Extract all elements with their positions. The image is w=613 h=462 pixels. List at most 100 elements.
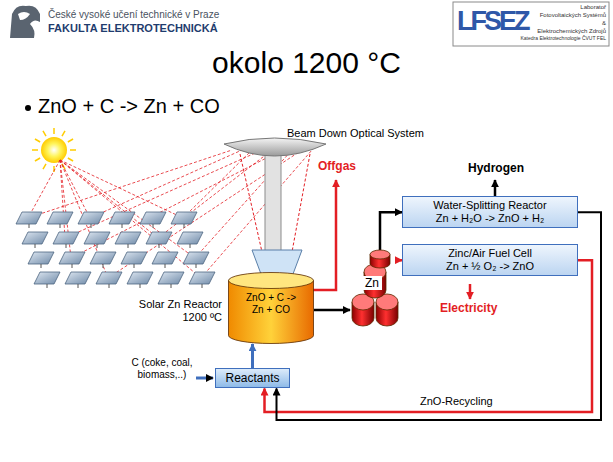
heliostat [140, 212, 166, 224]
process-box: Water-Splitting ReactorZn + H₂O -> ZnO +… [402, 196, 578, 228]
light-ray [60, 160, 201, 278]
heliostat-post [122, 224, 123, 228]
box-heading: Water-Splitting Reactor [407, 199, 573, 212]
light-ray [158, 150, 272, 238]
heliostat-post [29, 224, 30, 228]
light-ray [60, 160, 183, 218]
heliostat-post [47, 284, 48, 288]
zinc-storage: Zn [350, 250, 400, 328]
zinc-label: Zn [362, 276, 382, 290]
heliostat [96, 272, 122, 284]
department-name: Katedra Elektrotechnologie ČVUT FEL [510, 36, 606, 42]
crest-detail [18, 12, 30, 20]
solar-reactor: Solar Zn Reactor 1200 ºCZnO + C -> Zn + … [228, 272, 314, 344]
heliostat-post [103, 264, 104, 268]
heliostat [171, 212, 197, 224]
hydrogen-arrow [494, 180, 497, 196]
sun-ray [35, 158, 40, 161]
heliostat-post [109, 284, 110, 288]
lab-name-line: Fotovoltaických Systémů [520, 12, 606, 19]
heliostat-post [196, 264, 197, 268]
mirror-label: Beam Down Optical System [287, 127, 424, 140]
heliostat [127, 272, 153, 284]
sun-ray [53, 128, 55, 134]
heliostat [65, 272, 91, 284]
heliostat-post [91, 224, 92, 228]
beam-down-mirror [224, 138, 326, 156]
heliostat-post [153, 224, 154, 228]
light-ray [60, 160, 195, 258]
reactants-box: Reactants [215, 368, 290, 388]
light-ray [60, 160, 65, 238]
faculty-name: FAKULTA ELEKTROTECHNICKÁ [48, 22, 218, 35]
light-ray [28, 160, 60, 218]
light-ray [240, 154, 262, 252]
slide-title: okolo 1200 °C [0, 46, 613, 81]
sun-ray [62, 131, 65, 136]
heliostat-post [171, 284, 172, 288]
heliostat [22, 232, 48, 244]
heliostat-post [134, 264, 135, 268]
heliostat [47, 212, 73, 224]
flow-arrow [277, 212, 602, 420]
heliostat [146, 232, 172, 244]
heliostat-post [202, 284, 203, 288]
heliostat-post [35, 244, 36, 248]
heliostat-post [41, 264, 42, 268]
light-ray [65, 150, 262, 238]
light-ray [71, 150, 282, 258]
heliostat [59, 252, 85, 264]
bullet-dot [25, 105, 31, 111]
heliostat-post [72, 264, 73, 268]
heliostat [84, 232, 110, 244]
heliostat [109, 212, 135, 224]
heliostat [28, 252, 54, 264]
carbon-source-label: C (coke, coal, biomass,..) [130, 357, 194, 380]
heliostat [177, 232, 203, 244]
hydrogen-label: Hydrogen [468, 162, 524, 176]
heliostat-post [190, 244, 191, 248]
heliostat [115, 232, 141, 244]
heliostat [53, 232, 79, 244]
electricity-label: Electricity [440, 302, 497, 316]
heliostat-post [184, 224, 185, 228]
light-ray [60, 160, 158, 238]
box-heading: Zinc/Air Fuel Cell [407, 247, 573, 260]
sun-ray [70, 149, 76, 151]
lab-logo-frame [453, 2, 609, 46]
box-equation: Zn + ½ O₂ -> ZnO [407, 260, 573, 273]
heliostat-post [165, 264, 166, 268]
lab-name-line: Laboratoř [520, 4, 606, 11]
university-crest [10, 6, 40, 38]
sun-rays [32, 128, 76, 172]
light-ray [195, 150, 292, 258]
heliostat [78, 212, 104, 224]
heliostat-post [159, 244, 160, 248]
heliostat-post [60, 224, 61, 228]
cylinder-top [370, 250, 390, 259]
reactor-equation: ZnO + C -> Zn + CO [240, 292, 302, 316]
sun-ray [68, 139, 73, 142]
edge-label: ZnO-Recycling [418, 395, 495, 408]
sun-ray [32, 149, 38, 151]
heliostat-post [128, 244, 129, 248]
light-ray [90, 150, 242, 218]
cylinder-body [229, 281, 314, 344]
lab-name-line: Elektrochemických Zdrojů [520, 28, 606, 35]
heliostat [16, 212, 42, 224]
process-box: Zinc/Air Fuel CellZn + ½ O₂ -> ZnO [402, 244, 578, 276]
heliostat-post [97, 244, 98, 248]
light-ray [292, 154, 310, 252]
tower [265, 152, 281, 252]
offgas-arrow [312, 180, 336, 290]
heliostat [152, 252, 178, 264]
flow-arrow [380, 212, 402, 250]
box-equation: Zn + H₂O -> ZnO + H₂ [407, 212, 573, 225]
flow-arrow [251, 344, 254, 368]
reactor-heading: Solar Zn Reactor 1200 ºC [130, 298, 222, 324]
lab-name-line: & [520, 20, 606, 27]
sun-ray [43, 164, 46, 169]
heliostat [189, 272, 215, 284]
heliostat-post [66, 244, 67, 248]
heliostat [183, 252, 209, 264]
